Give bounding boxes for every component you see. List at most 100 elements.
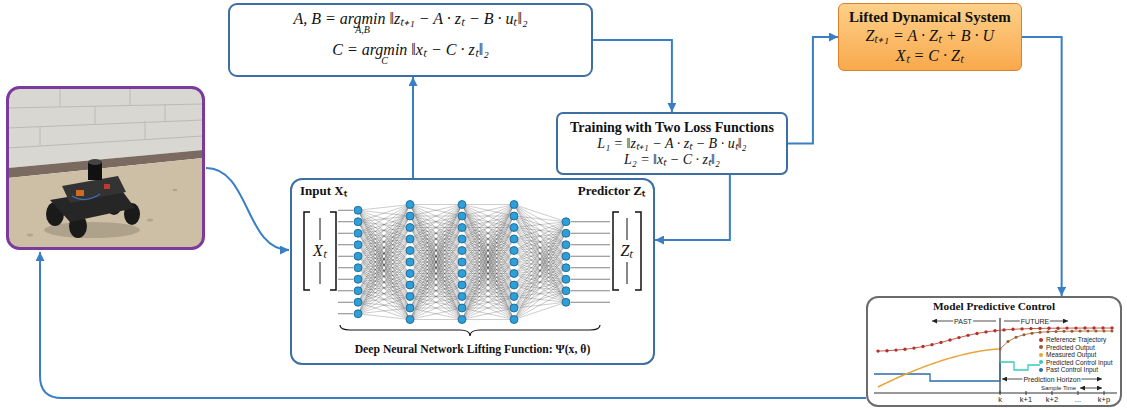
vector-symbol: Zₜ [621, 242, 634, 260]
neuron [354, 252, 362, 260]
block-seam [60, 88, 61, 106]
neuron [406, 270, 414, 278]
reference-dot [984, 330, 987, 333]
network-link [462, 239, 514, 320]
network-link [514, 302, 566, 319]
legend-swatch [1039, 345, 1043, 349]
neuron [458, 281, 466, 289]
legend-item: Past Control Input [1039, 366, 1098, 374]
network-link [410, 205, 462, 263]
network-link [462, 262, 514, 320]
network-link [358, 285, 410, 314]
neuron [406, 201, 414, 209]
neuron [354, 241, 362, 249]
neuron [354, 287, 362, 295]
network-link [410, 205, 462, 251]
network-link [358, 251, 410, 314]
tick-label: k+1 [1019, 396, 1033, 404]
network-link [410, 308, 462, 320]
reference-dot [1011, 328, 1014, 331]
legend-text: Predicted Output [1046, 344, 1095, 352]
input-link [338, 279, 353, 280]
predicted-control-line [1000, 362, 1040, 370]
reference-dot [1101, 326, 1104, 329]
block-seam [95, 106, 96, 124]
neural-network [338, 201, 610, 324]
network-box: Input Xₜ Xₜ Predictor Zₜ ZₜDeep Neural Netw… [290, 178, 655, 365]
neuron [406, 235, 414, 243]
horizon-label: Prediction Horizon [1022, 376, 1081, 383]
network-link [358, 245, 410, 320]
block-seam [8, 104, 203, 108]
matrix-bracket [635, 212, 641, 290]
sample-label: Sample Time [1040, 385, 1077, 391]
network-link [410, 205, 462, 309]
network-link [462, 251, 514, 320]
reference-dot [1038, 327, 1041, 330]
network-link [462, 205, 514, 217]
network-link [462, 205, 514, 228]
reference-dot [1083, 326, 1086, 329]
neuron [510, 224, 518, 232]
flow-arrow [655, 175, 730, 240]
predicted-output-dot [1079, 330, 1082, 333]
network-link [358, 205, 410, 314]
network-link [514, 222, 566, 228]
network-link [462, 216, 514, 320]
predicted-output-dot [1071, 330, 1074, 333]
tick-label: ... [1074, 396, 1082, 404]
neuron [510, 293, 518, 301]
input-link [338, 267, 353, 268]
network-link [462, 205, 514, 309]
legend-swatch [1039, 360, 1043, 364]
box-caption: Deep Neural Network Lifting Function: Ψ(… [292, 342, 653, 358]
output-link [571, 244, 610, 245]
network-link [514, 216, 566, 233]
network-link [462, 205, 514, 320]
network-link [410, 205, 462, 228]
network-link [514, 216, 566, 245]
car-deck [62, 176, 126, 203]
neuron [354, 206, 362, 214]
reference-dot [1092, 326, 1095, 329]
vector-symbol: Xₜ [313, 242, 327, 260]
network-link [462, 228, 514, 320]
neuron [562, 298, 570, 306]
network-link [410, 262, 462, 320]
matrix-bracket [304, 212, 310, 290]
output-link [571, 221, 610, 222]
network-link [410, 239, 462, 320]
network-link [358, 228, 410, 314]
reference-dot [993, 329, 996, 332]
layer-label: Predictor Zₜ [578, 183, 645, 199]
predicted-output-dot [1103, 330, 1106, 333]
network-link [462, 205, 514, 263]
reference-dot [1002, 328, 1005, 331]
block-seam [40, 126, 41, 145]
neuron [510, 304, 518, 312]
network-link [514, 216, 566, 222]
legend-swatch [1039, 353, 1043, 357]
predicted-output-dot [1095, 330, 1098, 333]
output-link [571, 256, 610, 257]
equation: Xₜ = C · Zₜ [849, 46, 1011, 66]
network-link [462, 205, 514, 251]
network-link [462, 205, 514, 320]
neuron [354, 275, 362, 283]
equation: Zₜ₊₁ = A · Zₜ + B · U [849, 26, 1011, 46]
neuron [406, 316, 414, 324]
block-seam [130, 88, 131, 105]
network-link [358, 314, 410, 320]
network-link [410, 205, 462, 309]
legend-text: Measured Output [1046, 351, 1096, 359]
reference-dot [1047, 327, 1050, 330]
axis-label: FUTURE [1020, 318, 1050, 325]
neuron [406, 281, 414, 289]
layer-label: Input Xₜ [300, 183, 347, 199]
network-link [514, 216, 566, 302]
reference-dot [894, 348, 897, 351]
neuron [354, 229, 362, 237]
sample-arrow [1080, 388, 1102, 389]
neuron [354, 310, 362, 318]
network-link [410, 228, 462, 320]
